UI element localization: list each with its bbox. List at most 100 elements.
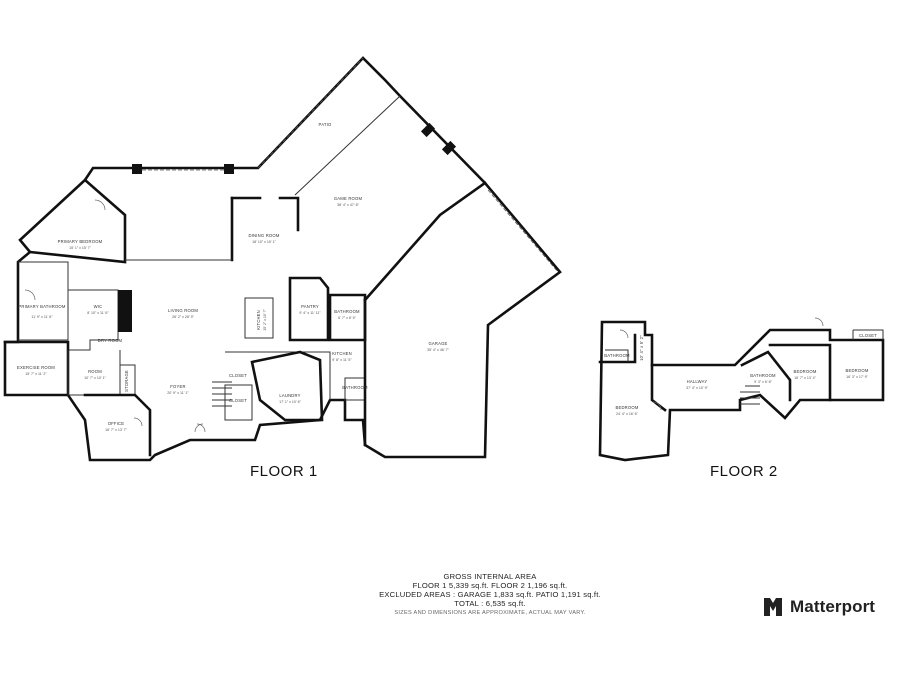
room-label: PRIMARY BEDROOM <box>58 239 103 244</box>
room-dimension: 15' 2" x 10' 7" <box>263 308 267 330</box>
room-dimension: 26' 2" x 28' 9" <box>172 315 194 319</box>
wall <box>230 196 300 232</box>
room-dimension: 15' 1" x 15' 7" <box>69 246 91 250</box>
room-label: GARAGE <box>428 341 447 346</box>
stairs <box>740 385 760 405</box>
room-dimension: 11' 9" x 11' 6" <box>31 315 53 319</box>
room-label: BATHROOM <box>342 385 368 390</box>
floor-2-plan <box>598 317 885 462</box>
room-label: KITCHEN <box>332 351 352 356</box>
room-label: PATIO <box>319 122 332 127</box>
fireplace <box>441 140 457 156</box>
room-dimension: 15' 7" x 11' 2" <box>25 372 47 376</box>
stairs <box>212 381 232 407</box>
wall <box>768 343 832 402</box>
wall <box>650 363 667 412</box>
patio-edge <box>257 57 364 169</box>
room-dimension: 17' 1" x 10' 6" <box>279 400 301 404</box>
room-label: BATHROOM <box>750 373 776 378</box>
wall <box>598 320 885 462</box>
wall <box>852 329 884 340</box>
wall-block <box>132 164 142 174</box>
room-dimension: 16' 7" x 13' 7" <box>105 428 127 432</box>
wall-block <box>224 164 234 174</box>
room-label: HALLWAY <box>687 379 708 384</box>
area-summary: GROSS INTERNAL AREA FLOOR 1 5,339 sq.ft.… <box>300 572 680 616</box>
wall <box>363 181 487 302</box>
wall <box>18 261 69 341</box>
room-dimension: 24' 4" x 16' 6" <box>616 412 638 416</box>
fireplace <box>420 122 436 138</box>
fireplace <box>118 290 132 332</box>
room-label: OFFICE <box>108 421 125 426</box>
room-label: 10' 4" x 5' 2" <box>639 335 644 361</box>
room-label: STORAGE <box>124 370 129 392</box>
door-swing <box>94 199 106 211</box>
brand-name: Matterport <box>790 597 876 616</box>
wall <box>288 276 330 342</box>
room-dimension: 35' 4" x 46' 7" <box>427 348 449 352</box>
room-dimension: 9' 4" x 11' 11" <box>299 311 321 315</box>
area-disclaimer: SIZES AND DIMENSIONS ARE APPROXIMATE, AC… <box>394 610 586 616</box>
matterport-logo-icon <box>764 598 782 616</box>
room-dimension: 16' 3" x 17' 9" <box>846 375 868 379</box>
patio-inner-wall <box>294 95 401 196</box>
room-label: LIVING ROOM <box>168 308 198 313</box>
room-dimension: 18' 10" x 15' 1" <box>252 240 276 244</box>
room-label: KITCHEN <box>256 310 261 330</box>
room-label: CLOSET <box>229 373 247 378</box>
room-dimension: 38' 4" x 47' 8" <box>337 203 359 207</box>
door-swing <box>652 401 662 411</box>
floor-1-labels: PRIMARY BEDROOM 15' 1" x 15' 7" PRIMARY … <box>17 122 450 432</box>
room-label: LAUNDRY <box>279 393 300 398</box>
wall <box>605 349 629 362</box>
wall <box>225 351 331 400</box>
room-label: BEDROOM <box>615 405 638 410</box>
room-dimension: 9' 8" x 11' 5" <box>332 358 352 362</box>
room-label: BATHROOM <box>334 309 360 314</box>
room-label: ROOM <box>88 369 102 374</box>
area-title: GROSS INTERNAL AREA <box>443 572 537 581</box>
room-dimension: 9' 3" x 6' 8" <box>754 380 772 384</box>
floor-1-plan <box>3 56 562 462</box>
wall <box>68 289 119 351</box>
room-label: DRY ROOM <box>98 338 123 343</box>
room-label: PRIMARY BATHROOM <box>18 304 65 309</box>
garage-door <box>487 189 559 273</box>
wall <box>740 350 792 402</box>
wall <box>224 384 253 421</box>
door-swing <box>133 417 143 427</box>
room-label: CLOSET <box>859 333 877 338</box>
area-excluded: EXCLUDED AREAS : GARAGE 1,833 sq.ft. PAT… <box>379 590 601 599</box>
room-label: CLOSET <box>229 398 247 403</box>
room-dimension: 8' 10" x 11' 6" <box>87 311 109 315</box>
floor-2-labels: BATHROOM 10' 4" x 5' 2" BEDROOM 24' 4" x… <box>604 333 877 416</box>
room-label: FOYER <box>170 384 185 389</box>
door-swing <box>196 423 206 433</box>
door-swing <box>814 317 824 327</box>
room-dimension: 16' 7" x 13' 4" <box>794 376 816 380</box>
room-label: DINING ROOM <box>248 233 279 238</box>
room-label: WIC <box>94 304 103 309</box>
room-label: EXERCISE ROOM <box>17 365 55 370</box>
door-swing <box>619 329 629 339</box>
wall <box>83 393 152 457</box>
area-total: TOTAL : 6,535 sq.ft. <box>454 599 526 608</box>
room-label: BEDROOM <box>845 368 868 373</box>
wall <box>250 350 324 422</box>
door-swing <box>194 423 204 433</box>
room-label: BATHROOM <box>604 353 630 358</box>
floor-1-label: FLOOR 1 <box>250 463 318 480</box>
room-dimension: 10' 7" x 10' 1" <box>84 376 106 380</box>
room-label: PANTRY <box>301 304 319 309</box>
room-label: BEDROOM <box>793 369 816 374</box>
kitchen-island <box>244 297 274 339</box>
floor-2-label: FLOOR 2 <box>710 463 778 480</box>
brand: Matterport <box>762 596 875 618</box>
room-label: GAME ROOM <box>334 196 363 201</box>
area-floors: FLOOR 1 5,339 sq.ft. FLOOR 2 1,196 sq.ft… <box>412 581 568 590</box>
room-dimension: 20' 9" x 11' 1" <box>167 391 189 395</box>
door-swing <box>24 289 36 301</box>
room-dimension: 6' 7" x 8' 5" <box>338 316 356 320</box>
